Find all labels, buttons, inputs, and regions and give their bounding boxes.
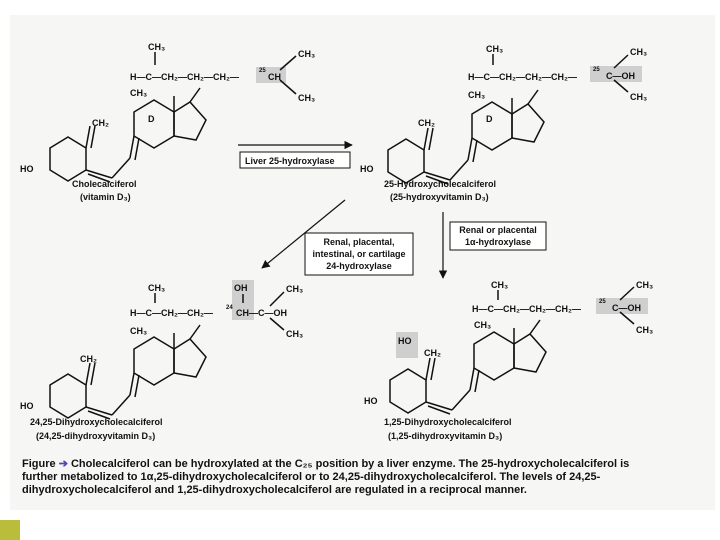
ch3-label: CH₃ [148, 283, 165, 293]
molecule-1-25-dihydroxycholecalciferol: CH₃ H—C—CH₂—CH₂—CH₂— 25 C—OH CH₃ CH₃ CH₃… [364, 280, 653, 441]
carbon-25-label: 25 [259, 68, 266, 74]
figure-caption: Figure ➔ Cholecalciferol can be hydroxyl… [22, 458, 662, 497]
terminal-group: CH—C—OH [236, 308, 287, 318]
molecule-24-25-dihydroxycholecalciferol: CH₃ H—C—CH₂—CH₂— OH 24 CH—C—OH CH₃ CH₃ C… [20, 280, 303, 441]
ch3-lower: CH₃ [298, 93, 315, 103]
carbon-24-label: 24 [226, 305, 233, 311]
molecule-alt-name: (1,25-dihydroxyvitamin D₃) [388, 431, 502, 441]
ch3-label: CH₃ [148, 42, 165, 52]
molecule-alt-name: (24,25-dihydroxyvitamin D₃) [36, 431, 155, 441]
hydroxyl-label: HO [364, 396, 378, 406]
terminal-group: C—OH [612, 303, 641, 313]
carbon-25-label: 25 [599, 299, 606, 305]
angular-methyl: CH₃ [468, 90, 485, 100]
oh-24-label: OH [234, 283, 248, 293]
liver-arrow: Liver 25-hydroxylase [238, 140, 353, 169]
terminal-highlight [596, 298, 648, 314]
carbon-25-label: 25 [593, 67, 600, 73]
enzyme-24-line-3: 24-hydroxylase [326, 261, 392, 271]
molecule-25-hydroxycholecalciferol: CH₃ H—C—CH₂—CH₂—CH₂— 25 C—OH CH₃ CH₃ CH₃… [360, 44, 647, 202]
enzyme-liver-label: Liver 25-hydroxylase [245, 156, 335, 166]
enzyme-24-line-1: Renal, placental, [323, 237, 394, 247]
ch3-upper: CH₃ [298, 49, 315, 59]
terminal-highlight [590, 66, 642, 82]
enzyme-1a-line-1: Renal or placental [459, 225, 537, 235]
enzyme-box-24-hydroxylase [304, 232, 414, 276]
molecule-name: 25-Hydroxycholecalciferol [384, 179, 496, 189]
molecule-name: 1,25-Dihydroxycholecalciferol [384, 417, 512, 427]
methylene-label: CH₂ [424, 348, 441, 358]
ch3-label: CH₃ [486, 44, 503, 54]
slide-corner-accent [0, 520, 20, 540]
methylene-label: CH₂ [418, 118, 435, 128]
enzyme-box-liver [239, 151, 351, 169]
terminal-highlight [256, 67, 286, 83]
side-chain-label: H—C—CH₂—CH₂—CH₂— [468, 72, 577, 82]
angular-methyl: CH₃ [130, 326, 147, 336]
terminal-group: C—OH [606, 71, 635, 81]
ch3-upper: CH₃ [630, 47, 647, 57]
terminal-group: CH [268, 72, 281, 82]
methylene-label: CH₂ [92, 118, 109, 128]
ring-d-label: D [486, 114, 493, 124]
ch3-label: CH₃ [491, 280, 508, 290]
enzyme-1a-line-2: 1α-hydroxylase [465, 237, 531, 247]
molecule-alt-name: (25-hydroxyvitamin D₃) [390, 192, 489, 202]
hydroxyl-1a-label: HO [398, 336, 412, 346]
arrow-24-hydroxylase: Renal, placental, intestinal, or cartila… [261, 199, 414, 276]
ring-d-label: D [148, 114, 155, 124]
molecule-cholecalciferol: CH₃ H—C—CH₂—CH₂—CH₂— 25 CH CH₃ CH₃ CH₃ D… [20, 42, 315, 202]
hydroxyl-label: HO [360, 164, 374, 174]
molecule-name: 24,25-Dihydroxycholecalciferol [30, 417, 163, 427]
molecule-name: Cholecalciferol [72, 179, 137, 189]
figure-label: Figure [22, 458, 56, 470]
hydroxyl-label: HO [20, 164, 34, 174]
hydroxyl-label: HO [20, 401, 34, 411]
side-chain-label: H—C—CH₂—CH₂— [130, 308, 213, 318]
ch3-lower: CH₃ [636, 325, 653, 335]
ch3-upper: CH₃ [636, 280, 653, 290]
hydroxyl-1a-highlight [396, 332, 418, 358]
ch3-lower: CH₃ [630, 92, 647, 102]
ch3-upper: CH₃ [286, 284, 303, 294]
angular-methyl: CH₃ [474, 320, 491, 330]
arrow-1a-hydroxylase: Renal or placental 1α-hydroxylase [438, 212, 547, 279]
methylene-label: CH₂ [80, 354, 97, 364]
enzyme-24-line-2: intestinal, or cartilage [312, 249, 405, 259]
enzyme-box-1a-hydroxylase [449, 221, 547, 251]
side-chain-label: H—C—CH₂—CH₂—CH₂— [130, 72, 239, 82]
angular-methyl: CH₃ [130, 88, 147, 98]
ch3-lower: CH₃ [286, 329, 303, 339]
side-chain-label: H—C—CH₂—CH₂—CH₂— [472, 304, 581, 314]
figure-arrow-icon: ➔ [58, 458, 68, 470]
molecule-alt-name: (vitamin D₃) [80, 192, 131, 202]
caption-text: Cholecalciferol can be hydroxylated at t… [22, 458, 630, 496]
